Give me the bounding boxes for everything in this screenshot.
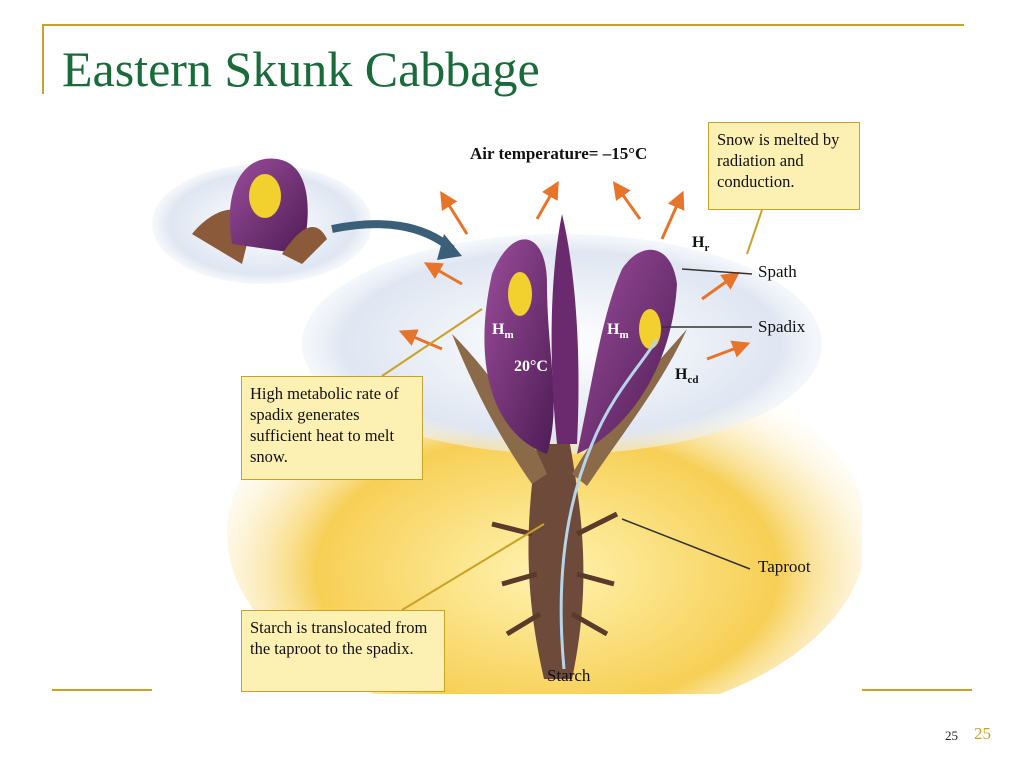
frame-top-rule (42, 24, 964, 26)
frame-left-rule (42, 24, 44, 94)
spathe-right (577, 249, 677, 454)
bottom-rule-right (862, 689, 972, 691)
air-temperature-label: Air temperature= –15°C (470, 144, 648, 163)
spathe-center (551, 214, 579, 444)
label-internal-temp: 20°C (514, 358, 548, 375)
heat-label-hr: Hr (692, 234, 710, 254)
slide-title: Eastern Skunk Cabbage (62, 41, 540, 97)
spathe-left (484, 239, 554, 454)
label-starch: Starch (547, 666, 591, 685)
spadix-right (639, 309, 661, 349)
taproot (491, 444, 619, 679)
label-spath: Spath (758, 262, 797, 281)
page-number-small: 25 (945, 728, 958, 743)
inset-plant (152, 158, 372, 284)
transition-arrow (331, 220, 455, 253)
skunk-cabbage-figure: Air temperature= –15°C Snow is melted by… (152, 114, 862, 694)
heat-label-hm-left: Hm (492, 321, 514, 341)
label-taproot: Taproot (758, 557, 811, 576)
figure-illustration (152, 158, 862, 694)
starch-flow-line (559, 338, 659, 670)
page-number-large: 25 (974, 724, 991, 743)
spadix-left (508, 272, 532, 316)
callout-starch-translocated: Starch is translocated from the taproot … (241, 610, 445, 692)
callout-metabolic-rate: High metabolic rate of spadix generates … (241, 376, 423, 480)
heat-arrows (398, 180, 751, 361)
heat-label-hm-right: Hm (607, 321, 629, 341)
callout-snow-melted: Snow is melted by radiation and conducti… (708, 122, 860, 210)
heat-label-hcd: Hcd (675, 366, 699, 386)
label-spadix: Spadix (758, 317, 806, 336)
bottom-rule-left (52, 689, 152, 691)
